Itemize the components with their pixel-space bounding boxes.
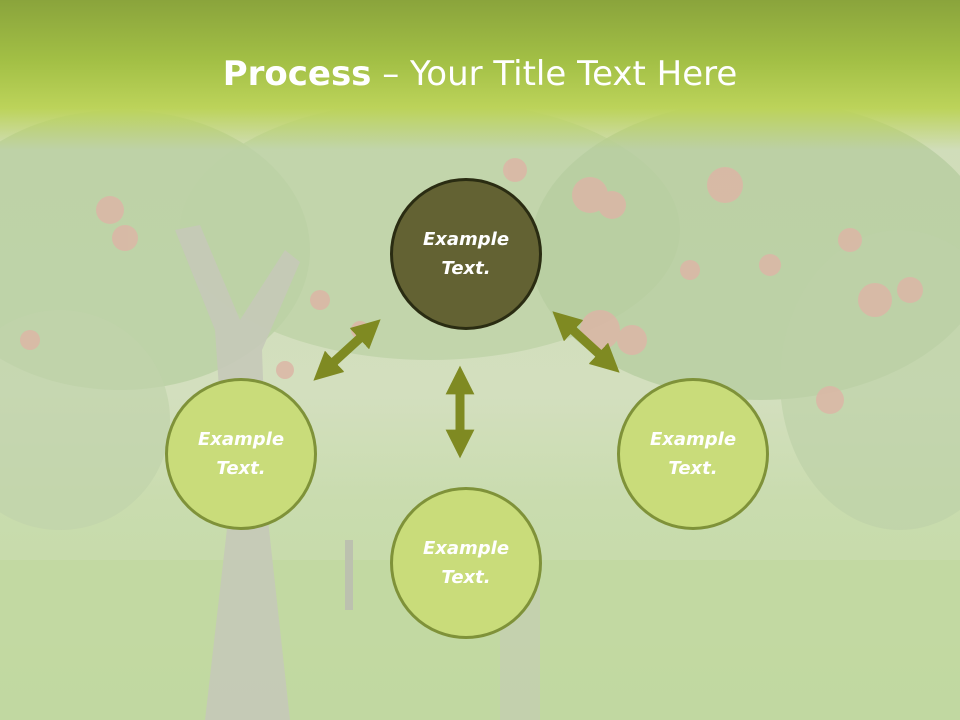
arrow-right-top xyxy=(552,311,620,373)
node-left-line1: Example xyxy=(197,429,285,450)
arrow-left-top xyxy=(313,319,381,381)
node-right-line1: Example xyxy=(649,429,737,450)
title-bold: Process xyxy=(222,54,372,94)
node-right-line2: Text. xyxy=(668,458,718,479)
node-bottom-line1: Example xyxy=(422,538,510,559)
node-bottom-line2: Text. xyxy=(441,567,491,588)
slide-title: Process – Your Title Text Here xyxy=(0,52,960,96)
node-top-line2: Text. xyxy=(441,258,491,279)
node-left-line2: Text. xyxy=(216,458,266,479)
node-top-line1: Example xyxy=(422,229,510,250)
title-band xyxy=(0,0,960,150)
title-rest: – Your Title Text Here xyxy=(371,54,738,94)
